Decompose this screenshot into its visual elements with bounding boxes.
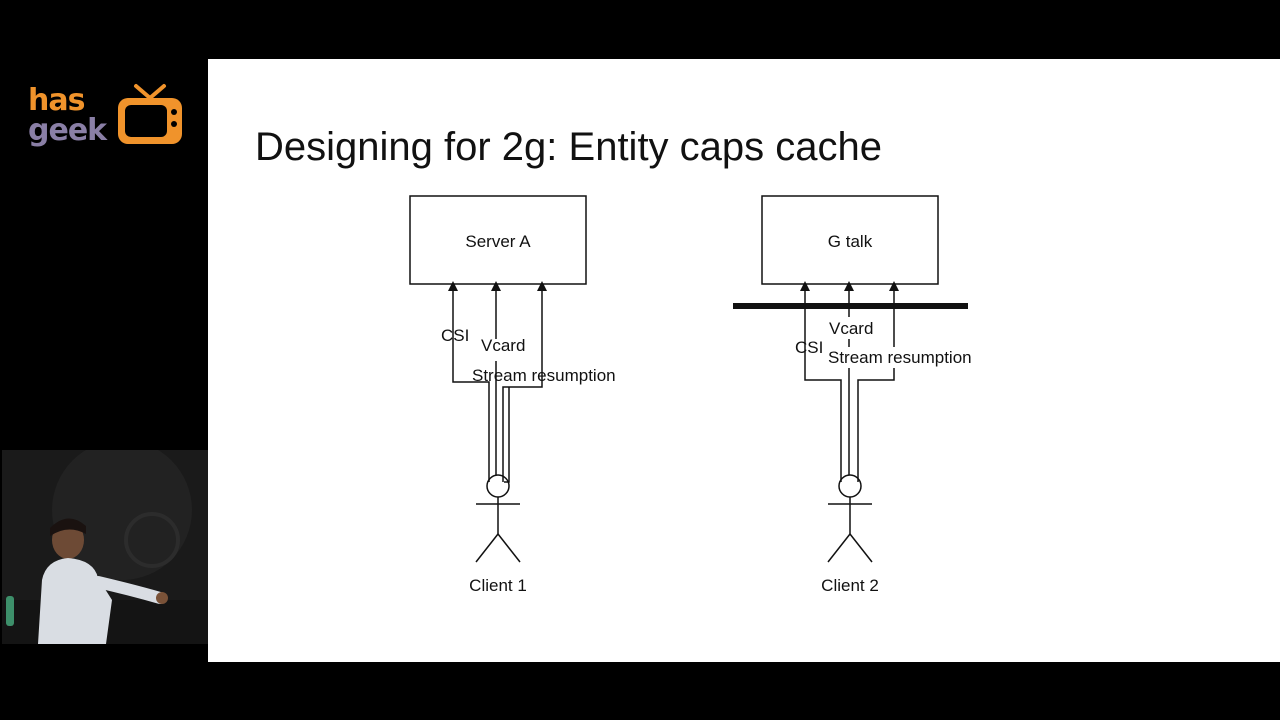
left-diagram: Server A Client 1 CSI Vcard Stream resum…: [409, 195, 616, 595]
logo-text-bottom: geek: [28, 113, 107, 148]
client-1-figure: [475, 474, 521, 563]
vcard-label-bg: [478, 339, 530, 361]
server-a-label: Server A: [465, 232, 531, 251]
gtalk-box: [761, 195, 939, 285]
speaker-video: [2, 450, 208, 644]
stream-label-right: Stream resumption: [828, 348, 972, 367]
tv-icon: [118, 84, 182, 144]
left-connectors: [448, 281, 547, 483]
vcard-label-bg-right: [827, 317, 881, 339]
right-diagram: G talk Client 2 CSI Vcard Stream resumpt…: [733, 195, 979, 595]
hasgeek-logo: has geek: [26, 82, 186, 154]
csi-arrow-right: [800, 281, 842, 482]
vcard-label-right: Vcard: [829, 319, 873, 338]
stream-line-left: [504, 387, 510, 483]
gtalk-label: G talk: [828, 232, 873, 251]
architecture-diagram: Server A Client 1 CSI Vcard Stream resum…: [409, 195, 979, 595]
stream-label-bg-right: [827, 347, 979, 368]
server-a-box: [409, 195, 587, 285]
stream-label-left: Stream resumption: [472, 366, 616, 385]
gateway-bar: [733, 303, 968, 309]
csi-label-left: CSI: [441, 326, 469, 345]
slide-title: Designing for 2g: Entity caps cache: [255, 125, 883, 169]
logo-text-top: has: [28, 83, 85, 118]
speaker-image: [2, 450, 208, 644]
client-2-label: Client 2: [821, 576, 879, 595]
csi-label-right: CSI: [795, 338, 823, 357]
stream-arrow-right: [857, 281, 899, 482]
stream-arrow-left: [502, 281, 547, 482]
slide: Designing for 2g: Entity caps cache Serv…: [208, 59, 1280, 662]
client-1-label: Client 1: [469, 576, 527, 595]
right-connectors: [800, 281, 899, 482]
client-2-figure: [827, 474, 873, 563]
csi-arrow-left: [448, 281, 490, 482]
vcard-label-left: Vcard: [481, 336, 525, 355]
